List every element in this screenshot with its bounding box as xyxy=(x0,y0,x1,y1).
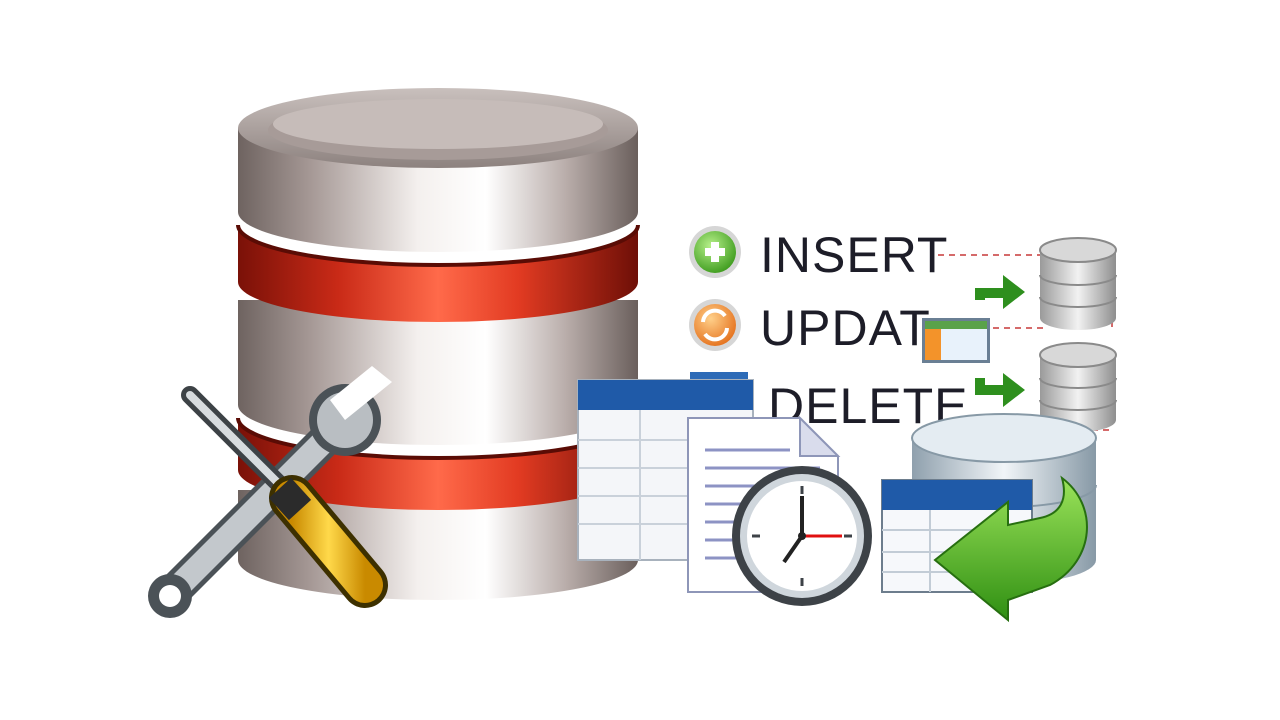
plus-circle-icon xyxy=(689,226,741,278)
refresh-circle-icon xyxy=(689,299,741,351)
insert-row: INSERT xyxy=(689,226,948,283)
insert-label: INSERT xyxy=(760,227,948,283)
green-arrow-icon xyxy=(975,275,1025,407)
mini-database-icon xyxy=(1039,342,1117,432)
mini-database-icon xyxy=(1039,237,1117,330)
window-icon xyxy=(922,318,990,363)
wrench-screwdriver-icon xyxy=(148,366,392,618)
restore-arrow-icon xyxy=(881,413,1097,623)
update-row: UPDAT xyxy=(689,299,931,356)
update-label: UPDAT xyxy=(760,300,931,356)
database-icon xyxy=(236,88,640,600)
operations-list: INSERT UPDAT DELETE xyxy=(689,226,1117,434)
clock-icon xyxy=(732,466,872,606)
